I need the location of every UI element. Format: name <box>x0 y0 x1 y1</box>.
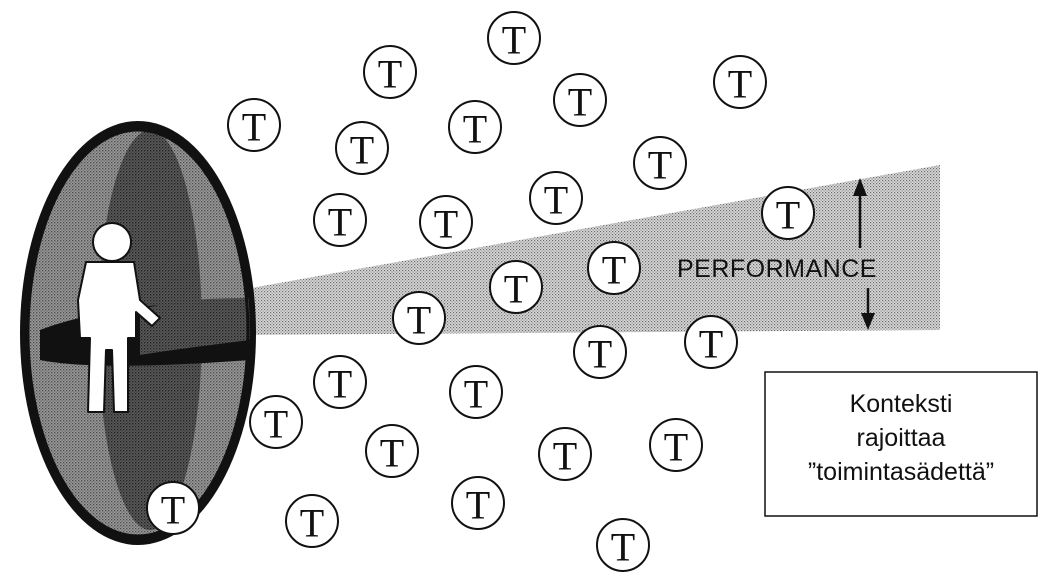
context-box-line-1: Konteksti <box>850 390 953 418</box>
token-27: T <box>597 519 649 571</box>
token-letter: T <box>664 425 688 470</box>
token-24: T <box>147 482 199 534</box>
token-letter: T <box>161 488 185 533</box>
token-21: T <box>366 425 418 477</box>
token-9: T <box>530 172 582 224</box>
token-letter: T <box>544 178 568 223</box>
token-1: T <box>488 12 540 64</box>
token-7: T <box>336 122 388 174</box>
token-letter: T <box>264 402 288 447</box>
token-letter: T <box>380 431 404 476</box>
token-15: T <box>393 292 445 344</box>
token-letter: T <box>648 143 672 188</box>
token-letter: T <box>328 200 352 245</box>
token-8: T <box>634 137 686 189</box>
token-17: T <box>574 326 626 378</box>
token-letter: T <box>464 372 488 417</box>
token-22: T <box>539 428 591 480</box>
token-4: T <box>554 74 606 126</box>
token-letter: T <box>728 62 752 107</box>
token-letter: T <box>699 322 723 367</box>
token-11: T <box>314 194 366 246</box>
token-letter: T <box>602 248 626 293</box>
token-letter: T <box>553 434 577 479</box>
context-box: Konteksti rajoittaa ”toimintasädettä” <box>765 372 1037 516</box>
token-letter: T <box>466 483 490 528</box>
performance-beam <box>240 165 940 335</box>
token-5: T <box>228 99 280 151</box>
token-23: T <box>650 419 702 471</box>
token-6: T <box>449 101 501 153</box>
token-letter: T <box>588 332 612 377</box>
token-letter: T <box>504 267 528 312</box>
token-19: T <box>450 366 502 418</box>
token-25: T <box>452 477 504 529</box>
token-letter: T <box>434 202 458 247</box>
token-14: T <box>490 261 542 313</box>
token-letter: T <box>328 362 352 407</box>
token-letter: T <box>502 18 526 63</box>
token-letter: T <box>378 52 402 97</box>
token-26: T <box>286 495 338 547</box>
token-letter: T <box>776 193 800 238</box>
context-box-line-2: rajoittaa <box>857 424 946 452</box>
token-20: T <box>250 396 302 448</box>
token-12: T <box>420 196 472 248</box>
token-letter: T <box>611 525 635 570</box>
token-letter: T <box>300 501 324 546</box>
token-letter: T <box>568 80 592 125</box>
token-3: T <box>714 56 766 108</box>
token-letter: T <box>242 105 266 150</box>
performance-label: PERFORMANCE <box>677 255 877 283</box>
token-letter: T <box>463 107 487 152</box>
token-letter: T <box>350 128 374 173</box>
token-2: T <box>364 46 416 98</box>
context-box-line-3: ”toimintasädettä” <box>808 458 994 486</box>
token-13: T <box>588 242 640 294</box>
token-letter: T <box>407 298 431 343</box>
token-10: T <box>762 187 814 239</box>
portal-ellipse <box>20 121 256 545</box>
token-18: T <box>314 356 366 408</box>
token-16: T <box>685 316 737 368</box>
